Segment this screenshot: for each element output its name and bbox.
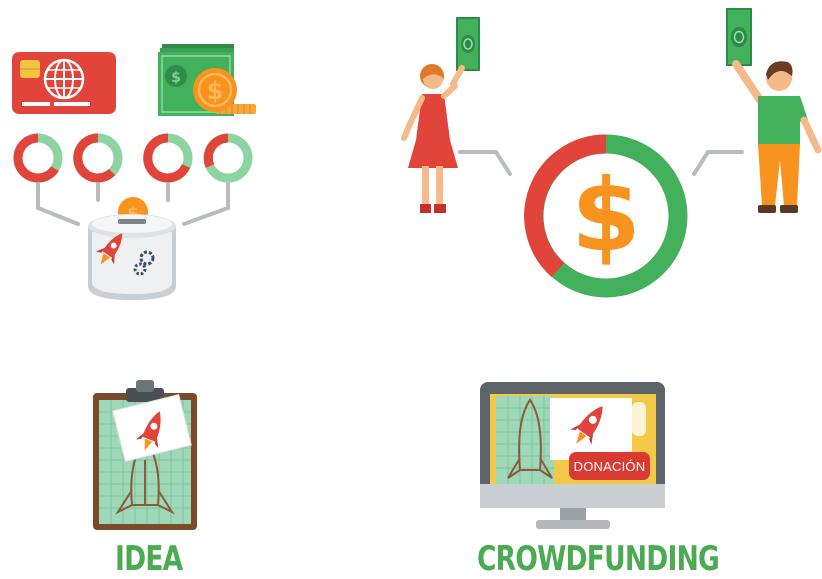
donation-button[interactable]: DONACIÓN xyxy=(569,452,650,480)
progress-ring xyxy=(13,133,63,183)
svg-text:$: $ xyxy=(207,77,224,105)
donor-connector-lines xyxy=(458,150,744,176)
donation-jar-icon: $ xyxy=(88,197,176,300)
progress-ring xyxy=(203,133,253,183)
crowdfunding-caption: CROWDFUNDING xyxy=(477,539,720,579)
credit-card-icon xyxy=(12,52,116,114)
idea-clipboard-illustration xyxy=(93,380,197,530)
man-donor-illustration xyxy=(726,8,822,213)
connector-lines xyxy=(36,182,230,226)
cash-stack-icon: $ $ xyxy=(158,44,256,116)
funding-progress-ring: $ xyxy=(524,134,688,298)
donation-progress-rings xyxy=(13,133,253,183)
svg-text:$: $ xyxy=(127,204,139,224)
woman-donor-illustration xyxy=(401,17,480,213)
idea-caption: IDEA xyxy=(115,539,183,579)
svg-text:$: $ xyxy=(171,70,181,86)
dollar-sign-icon: $ xyxy=(571,157,641,274)
donation-button-label: DONACIÓN xyxy=(573,458,646,474)
progress-ring xyxy=(143,133,193,183)
progress-ring xyxy=(73,133,123,183)
